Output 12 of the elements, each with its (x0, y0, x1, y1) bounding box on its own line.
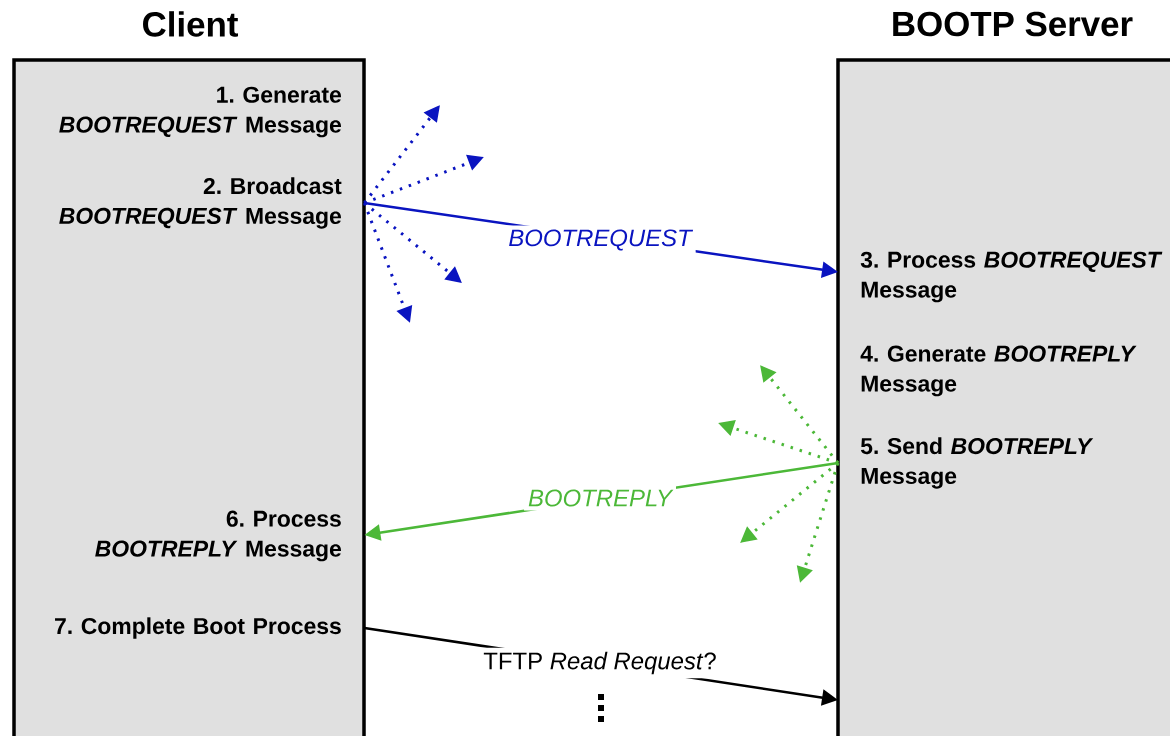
edge-label: BOOTREPLY (524, 485, 676, 511)
column-heading: BOOTP Server (893, 11, 1133, 37)
step-text: 5. Send BOOTREPLY Message (860, 437, 1094, 489)
step-text: 1. Generate BOOTREQUEST Message (59, 86, 341, 138)
edge-label: TFTP Read Request? (479, 647, 721, 679)
edge-label: BOOTREQUEST (504, 225, 696, 255)
step-text: 7. Complete Boot Process (55, 617, 341, 639)
step-text: 4. Generate BOOTREPLY Message (860, 345, 1137, 397)
step-text: 6. Process BOOTREPLY Message (95, 510, 341, 562)
step-text: 2. Broadcast BOOTREQUEST Message (59, 177, 342, 229)
step-text: 3. Process BOOTREQUEST Message (860, 251, 1163, 303)
column-heading: Client (143, 11, 238, 37)
